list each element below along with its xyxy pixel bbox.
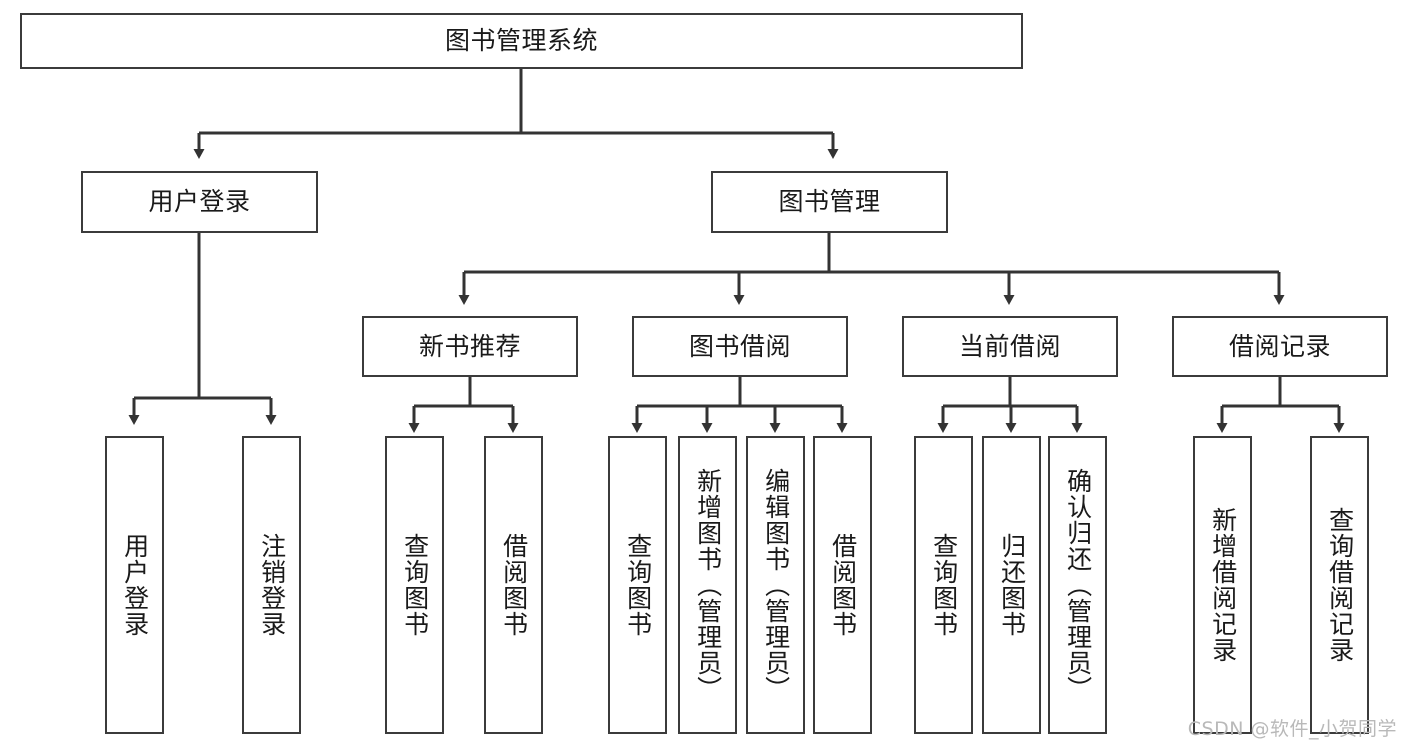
leaf-query-book-2[interactable]: 查询图书 xyxy=(608,436,667,734)
node-current-borrow-label: 当前借阅 xyxy=(958,331,1061,361)
node-root[interactable]: 图书管理系统 xyxy=(20,13,1023,69)
leaf-query-record-label: 查询借阅记录 xyxy=(1325,507,1355,663)
node-current-borrow[interactable]: 当前借阅 xyxy=(902,316,1118,377)
leaf-user-logout-label: 注销登录 xyxy=(257,533,287,637)
leaf-add-record-label: 新增借阅记录 xyxy=(1208,507,1238,663)
leaf-query-book-1[interactable]: 查询图书 xyxy=(385,436,444,734)
node-new-book-recommend-label: 新书推荐 xyxy=(418,331,521,361)
csdn-watermark: CSDN @软件_小贺同学 xyxy=(1187,718,1397,740)
leaf-borrow-book-2[interactable]: 借阅图书 xyxy=(813,436,872,734)
leaf-add-book-label: 新增图书（管理员） xyxy=(693,468,723,702)
leaf-confirm-return[interactable]: 确认归还（管理员） xyxy=(1048,436,1107,734)
leaf-return-book[interactable]: 归还图书 xyxy=(982,436,1041,734)
node-new-book-recommend[interactable]: 新书推荐 xyxy=(362,316,578,377)
leaf-user-login-label: 用户登录 xyxy=(120,533,150,637)
leaf-confirm-return-label: 确认归还（管理员） xyxy=(1063,468,1093,702)
node-book-management[interactable]: 图书管理 xyxy=(711,171,948,233)
node-borrow-record-label: 借阅记录 xyxy=(1228,331,1331,361)
leaf-add-record[interactable]: 新增借阅记录 xyxy=(1193,436,1252,734)
leaf-borrow-book-1[interactable]: 借阅图书 xyxy=(484,436,543,734)
leaf-add-book[interactable]: 新增图书（管理员） xyxy=(678,436,737,734)
node-user-login[interactable]: 用户登录 xyxy=(81,171,318,233)
leaf-query-book-3-label: 查询图书 xyxy=(929,533,959,637)
leaf-query-book-3[interactable]: 查询图书 xyxy=(914,436,973,734)
leaf-borrow-book-2-label: 借阅图书 xyxy=(828,533,858,637)
leaf-user-logout[interactable]: 注销登录 xyxy=(242,436,301,734)
node-book-borrow[interactable]: 图书借阅 xyxy=(632,316,848,377)
node-book-borrow-label: 图书借阅 xyxy=(688,331,791,361)
leaf-query-book-1-label: 查询图书 xyxy=(400,533,430,637)
leaf-edit-book-label: 编辑图书（管理员） xyxy=(761,468,791,702)
node-root-label: 图书管理系统 xyxy=(444,26,598,56)
leaf-user-login[interactable]: 用户登录 xyxy=(105,436,164,734)
leaf-edit-book[interactable]: 编辑图书（管理员） xyxy=(746,436,805,734)
leaf-query-record[interactable]: 查询借阅记录 xyxy=(1310,436,1369,734)
node-book-management-label: 图书管理 xyxy=(778,187,881,217)
node-borrow-record[interactable]: 借阅记录 xyxy=(1172,316,1388,377)
node-user-login-label: 用户登录 xyxy=(148,187,251,217)
leaf-borrow-book-1-label: 借阅图书 xyxy=(499,533,529,637)
leaf-return-book-label: 归还图书 xyxy=(997,533,1027,637)
leaf-query-book-2-label: 查询图书 xyxy=(623,533,653,637)
